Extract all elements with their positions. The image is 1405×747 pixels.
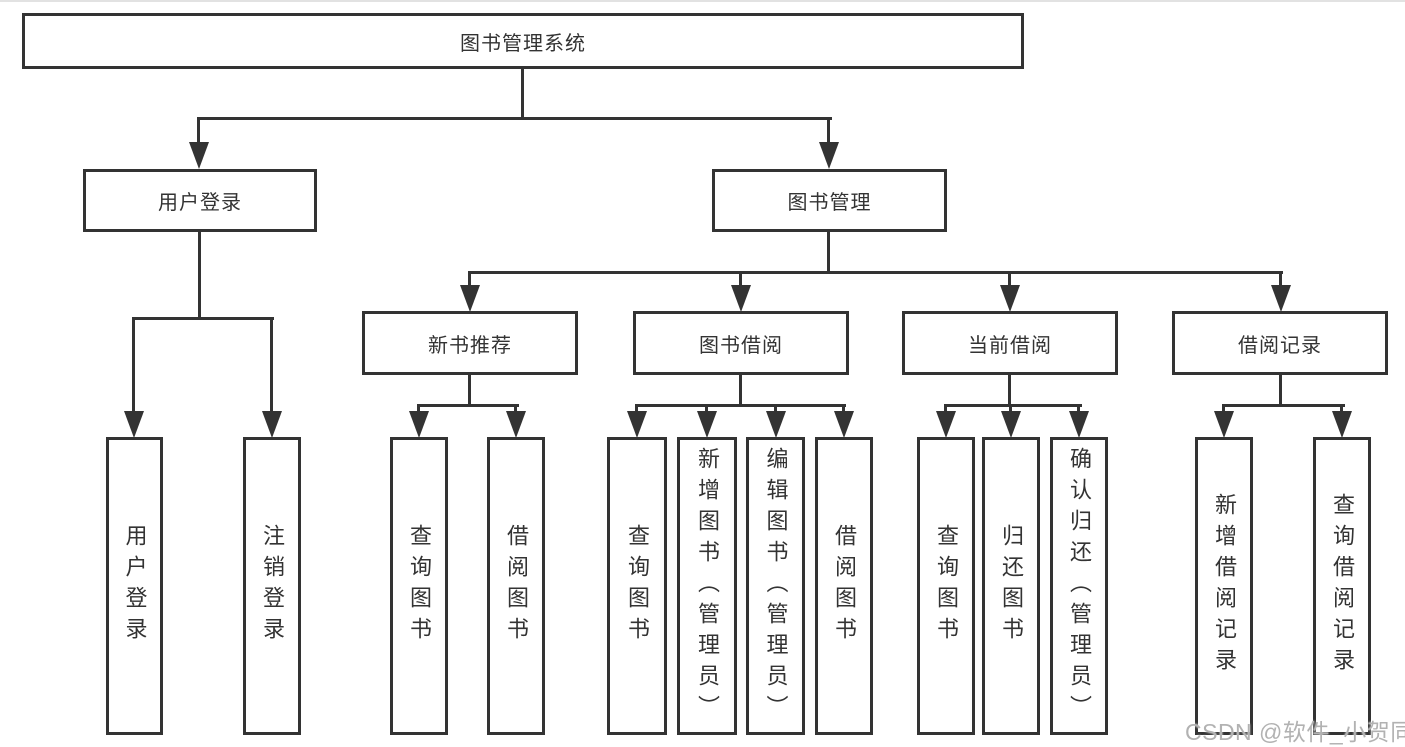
connector-line [270,317,273,416]
connector-line [1222,404,1225,416]
arrow-down-icon [1001,411,1021,438]
connector-line [705,404,708,416]
connector-line [944,404,1082,407]
connector-line [1008,375,1011,407]
node-borrowing-records: 借阅记录 [1172,311,1388,375]
leaf-label: 归还图书 [999,524,1024,648]
arrow-down-icon [506,411,526,438]
arrow-down-icon [834,411,854,438]
leaf-borrow-books-recommend: 借阅图书 [487,437,545,735]
leaf-confirm-return-admin: 确认归还（管理员） [1050,437,1108,735]
leaf-label: 借阅图书 [504,524,529,648]
leaf-label: 新增借阅记录 [1212,493,1237,679]
arrow-down-icon [819,142,839,169]
leaf-return-books: 归还图书 [982,437,1040,735]
leaf-label: 查询图书 [625,524,650,648]
arrow-down-icon [124,411,144,438]
arrow-down-icon [1069,411,1089,438]
node-book-management: 图书管理 [712,169,947,232]
arrow-down-icon [766,411,786,438]
connector-line [197,117,200,147]
connector-line [468,271,1283,274]
csdn-watermark: CSDN @软件_小贺同学 [1185,719,1405,745]
leaf-add-borrow-record: 新增借阅记录 [1195,437,1253,735]
connector-line [521,69,524,120]
leaf-add-book-admin: 新增图书（管理员） [677,437,737,735]
connector-line [417,404,420,416]
arrow-down-icon [731,285,751,312]
connector-line [468,271,471,290]
arrow-down-icon [627,411,647,438]
leaf-label: 用户登录 [122,524,148,648]
connector-line [1008,271,1011,290]
connector-line [1279,271,1282,290]
leaf-logout: 注销登录 [243,437,301,735]
node-current-borrowing: 当前借阅 [902,311,1118,375]
leaf-label: 注销登录 [260,524,285,648]
leaf-label: 查询图书 [407,524,432,648]
arrow-down-icon [189,142,209,169]
leaf-label: 查询图书 [934,524,959,648]
arrow-down-icon [1000,285,1020,312]
arrow-down-icon [936,411,956,438]
arrow-down-icon [262,411,282,438]
arrow-down-icon [1271,285,1291,312]
connector-line [1340,404,1343,416]
connector-line [1009,404,1012,416]
node-label: 用户登录 [158,192,242,214]
connector-line [132,317,274,320]
node-label: 图书管理 [787,192,872,214]
top-edge-divider [0,0,1405,2]
node-user-login: 用户登录 [83,169,317,232]
connector-line [827,232,830,274]
node-library-management-system: 图书管理系统 [22,13,1024,69]
connector-line [739,375,742,407]
arrow-down-icon [409,411,429,438]
leaf-query-books-recommend: 查询图书 [390,437,448,735]
connector-line [468,375,471,407]
connector-line [132,317,135,416]
node-label: 图书管理系统 [460,32,586,55]
connector-line [1279,375,1282,407]
leaf-label: 确认归还（管理员） [1067,446,1092,726]
arrow-down-icon [697,411,717,438]
node-label: 图书借阅 [699,334,783,357]
node-new-book-recommend: 新书推荐 [362,311,578,375]
connector-line [198,232,201,320]
leaf-user-login: 用户登录 [106,437,163,735]
connector-line [417,404,519,407]
connector-line [197,117,832,120]
leaf-query-books-current: 查询图书 [917,437,975,735]
connector-line [514,404,517,416]
connector-line [774,404,777,416]
connector-line [635,404,638,416]
connector-line [842,404,845,416]
node-book-borrowing: 图书借阅 [633,311,849,375]
connector-line [827,117,830,147]
leaf-query-books-borrowing: 查询图书 [607,437,667,735]
connector-line [635,404,846,407]
leaf-label: 查询借阅记录 [1330,493,1355,679]
leaf-edit-book-admin: 编辑图书（管理员） [746,437,805,735]
node-label: 借阅记录 [1238,334,1322,357]
node-label: 当前借阅 [968,334,1052,357]
leaf-label: 新增图书（管理员） [695,446,720,726]
arrow-down-icon [1332,411,1352,438]
connector-line [739,271,742,290]
leaf-label: 借阅图书 [832,524,857,648]
connector-line [1222,404,1345,407]
leaf-label: 编辑图书（管理员） [763,446,789,726]
connector-line [944,404,947,416]
leaf-borrow-books-borrowing: 借阅图书 [815,437,873,735]
leaf-query-borrow-record: 查询借阅记录 [1313,437,1371,735]
arrow-down-icon [460,285,480,312]
node-label: 新书推荐 [428,334,512,357]
connector-line [1077,404,1080,416]
arrow-down-icon [1214,411,1234,438]
